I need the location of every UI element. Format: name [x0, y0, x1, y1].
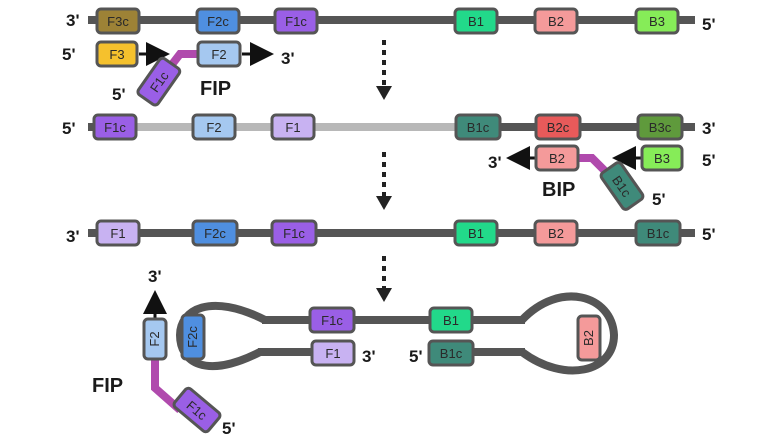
b3-primer-block: B3	[640, 144, 684, 172]
fip2-f2-block: F2	[142, 317, 168, 361]
svg-text:F2: F2	[147, 331, 162, 346]
row3-block-f1c: F1c	[270, 219, 318, 247]
svg-text:F2c: F2c	[185, 326, 200, 348]
bip-name-label: BIP	[542, 179, 575, 201]
row3-block-b1: B1	[453, 219, 499, 247]
bip-primer: 3' B2 B3 5' B1c 5' BIP	[488, 144, 716, 211]
svg-text:F1: F1	[285, 120, 300, 135]
f3-5prime-label: 5'	[62, 45, 76, 64]
row3-right-end: 5'	[702, 225, 716, 244]
dumbbell-left-f2c-block: F2c	[180, 313, 206, 361]
row1-block-b1: B1	[453, 7, 499, 35]
row2-right-end: 3'	[702, 119, 716, 138]
svg-text:F2c: F2c	[204, 226, 226, 241]
svg-text:F1c: F1c	[321, 313, 343, 328]
row1-right-end: 5'	[702, 15, 716, 34]
dumbbell-bottom-b1c-block: B1c	[427, 339, 475, 367]
bip-b1c-5prime-label: 5'	[652, 190, 666, 209]
row2-block-b2c: B2c	[534, 113, 582, 141]
svg-text:B2: B2	[549, 151, 565, 166]
svg-text:F2c: F2c	[207, 14, 229, 29]
right-loop	[519, 292, 619, 375]
bip-3prime-label: 3'	[488, 153, 502, 172]
svg-text:B2c: B2c	[547, 120, 570, 135]
svg-text:B2: B2	[548, 226, 564, 241]
fip2-name-label: FIP	[92, 375, 123, 397]
row1-block-f3c: F3c	[95, 7, 141, 35]
dumbbell-b1c-5prime-label: 5'	[409, 347, 423, 366]
row3-block-b2: B2	[533, 219, 579, 247]
svg-text:B1: B1	[443, 313, 459, 328]
row3-left-end: 3'	[66, 227, 80, 246]
svg-text:F1c: F1c	[283, 226, 305, 241]
row1-left-end: 3'	[66, 11, 80, 30]
step-arrow-1	[376, 40, 392, 100]
left-loop	[175, 301, 267, 371]
fip2-3prime-label: 3'	[148, 267, 162, 286]
row2-left-end: 5'	[62, 119, 76, 138]
svg-text:B1c: B1c	[467, 120, 490, 135]
svg-text:F1: F1	[110, 226, 125, 241]
row3-block-f2c: F2c	[191, 219, 239, 247]
fip-primer-1: 5' F3 F2 3' F1c 5' FIP	[62, 40, 295, 107]
row1-template-strand: 3' 5' F3c F2c F1c B1 B2 B3	[66, 7, 716, 35]
svg-text:B2: B2	[581, 330, 596, 346]
row1-block-b3: B3	[634, 7, 680, 35]
fip2-f1c-5prime-label: 5'	[222, 419, 236, 438]
row3-strand: 3' 5' F1 F2c F1c B1 B2 B1c	[66, 219, 716, 247]
svg-text:F1c: F1c	[285, 14, 307, 29]
b3-5prime-label: 5'	[702, 151, 716, 170]
row2-block-f1c: F1c	[92, 113, 138, 141]
row2-block-b1c: B1c	[454, 113, 502, 141]
svg-text:B1: B1	[468, 226, 484, 241]
svg-text:F1: F1	[325, 346, 340, 361]
step-arrow-2	[376, 152, 392, 210]
row2-block-f1: F1	[270, 113, 316, 141]
row2-block-b3c: B3c	[636, 113, 684, 141]
row2-strand: 5' 3' F1c F2 F1 B1c B2c B3c	[62, 113, 716, 141]
row1-block-f2c: F2c	[195, 7, 241, 35]
svg-text:B3c: B3c	[649, 120, 672, 135]
svg-text:B2: B2	[548, 14, 564, 29]
f3-primer-block: F3	[95, 40, 139, 68]
fip1-3prime-label: 3'	[281, 49, 295, 68]
fip-linker-2	[151, 358, 183, 414]
dumbbell-top-b1-block: B1	[428, 306, 474, 334]
svg-text:F2: F2	[206, 120, 221, 135]
step-arrow-3	[376, 256, 392, 302]
dumbbell-right-b2-block: B2	[576, 314, 602, 362]
row1-block-f1c: F1c	[273, 7, 319, 35]
svg-text:F2: F2	[211, 47, 226, 62]
bip-b1c-block: B1c	[599, 161, 645, 211]
row3-block-f1: F1	[95, 219, 141, 247]
svg-text:B1: B1	[468, 14, 484, 29]
svg-text:F1c: F1c	[104, 120, 126, 135]
dumbbell-structure: F2c F1c B1 F1 3' 5' B1c B2	[175, 292, 619, 375]
fip1-f1c-5prime-label: 5'	[112, 85, 126, 104]
row3-block-b1c: B1c	[634, 219, 682, 247]
svg-text:B3: B3	[654, 151, 670, 166]
dumbbell-bottom-f1-block: F1	[310, 339, 356, 367]
fip1-f2-block: F2	[196, 40, 242, 68]
svg-text:B1c: B1c	[647, 226, 670, 241]
dumbbell-f1-3prime-label: 3'	[362, 347, 376, 366]
row2-block-f2: F2	[191, 113, 237, 141]
dumbbell-top-f1c-block: F1c	[308, 306, 356, 334]
bip-b2-block: B2	[534, 144, 580, 172]
svg-text:B3: B3	[649, 14, 665, 29]
svg-text:B1c: B1c	[440, 346, 463, 361]
fip-primer-2: 3' F2 F1c 5' FIP	[92, 267, 236, 438]
fip1-name-label: FIP	[200, 78, 231, 100]
row1-block-b2: B2	[533, 7, 579, 35]
fip2-f1c-block: F1c	[172, 386, 222, 434]
svg-text:F3: F3	[109, 47, 124, 62]
fip1-f1c-block: F1c	[136, 56, 182, 107]
svg-text:F3c: F3c	[107, 14, 129, 29]
